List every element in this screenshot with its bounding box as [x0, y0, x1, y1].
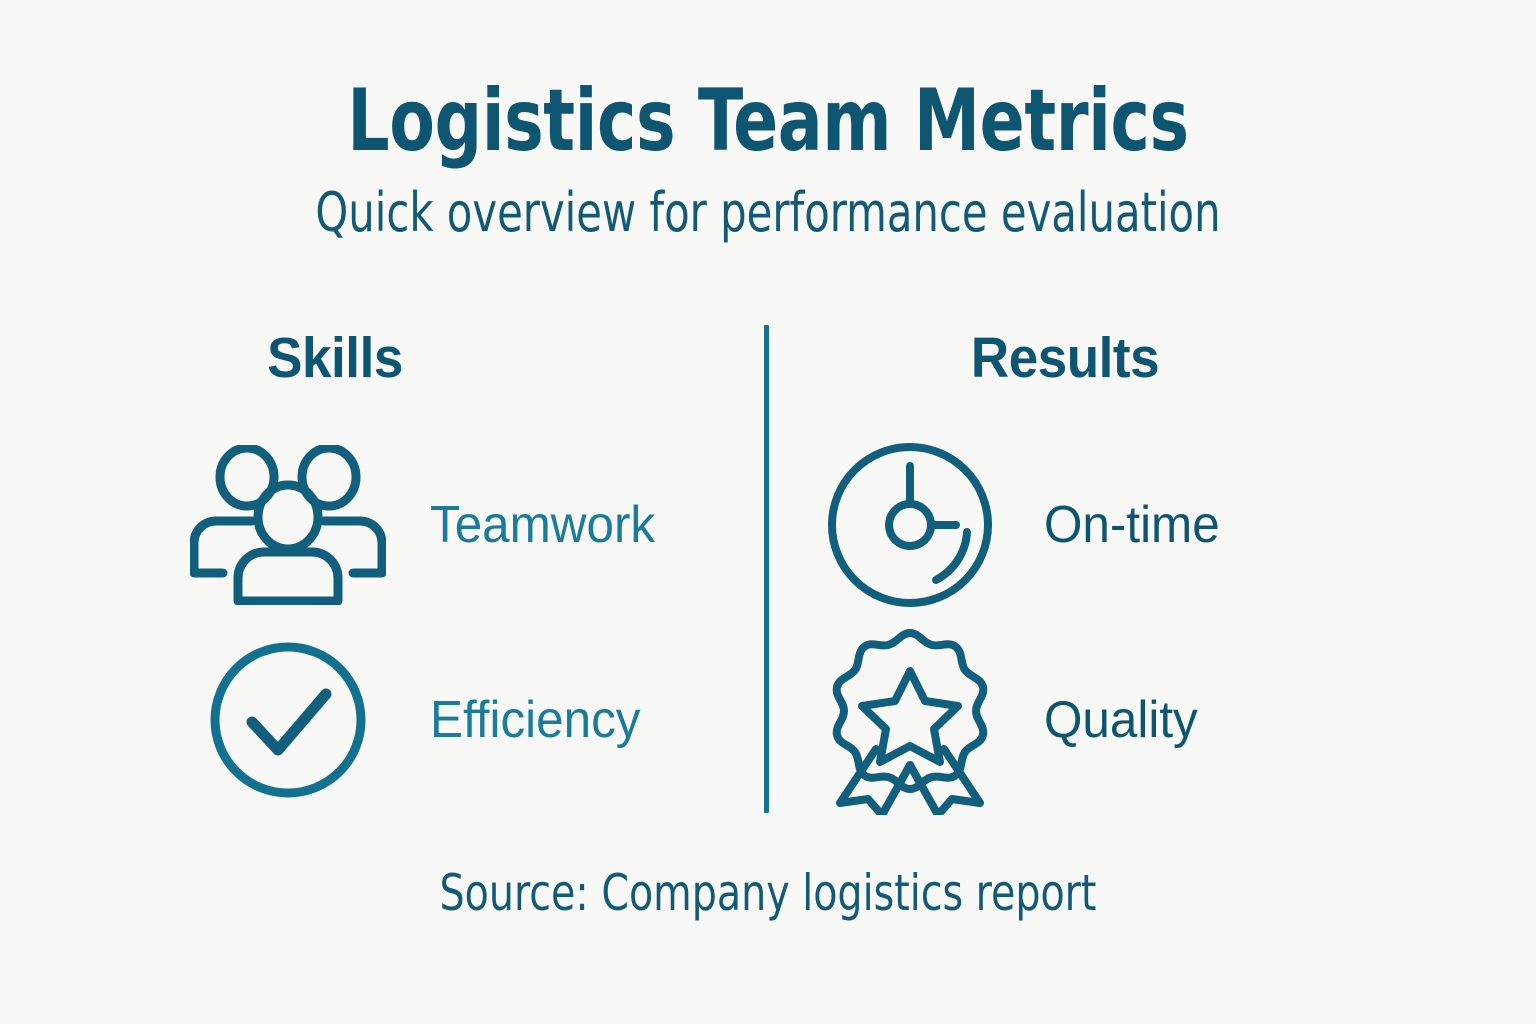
metric-label-on-time: On-time: [1044, 496, 1220, 554]
page-title: Logistics Team Metrics: [347, 71, 1189, 171]
page-subtitle: Quick overview for performance evaluatio…: [315, 181, 1221, 244]
clock-icon: [810, 435, 1010, 615]
metric-label-teamwork: Teamwork: [430, 496, 656, 554]
people-group-icon: [188, 435, 388, 615]
metric-row: Quality: [810, 629, 1206, 815]
column-results: Results On-time: [800, 330, 1420, 830]
column-heading-results: Results: [970, 326, 1160, 390]
column-divider: [764, 325, 769, 813]
metric-row: Efficiency: [188, 630, 652, 810]
source-note: Source: Company logistics report: [439, 864, 1097, 922]
column-skills: Skills: [160, 330, 780, 830]
check-circle-icon: [188, 630, 388, 810]
metric-label-quality: Quality: [1044, 691, 1198, 749]
header: Logistics Team Metrics Quick overview fo…: [0, 78, 1536, 240]
award-badge-icon: [810, 629, 1010, 815]
metric-row: On-time: [810, 435, 1229, 615]
metric-row: Teamwork: [188, 435, 667, 615]
metric-label-efficiency: Efficiency: [430, 691, 641, 749]
column-heading-skills: Skills: [267, 326, 403, 390]
metrics-columns: Skills: [0, 330, 1536, 830]
